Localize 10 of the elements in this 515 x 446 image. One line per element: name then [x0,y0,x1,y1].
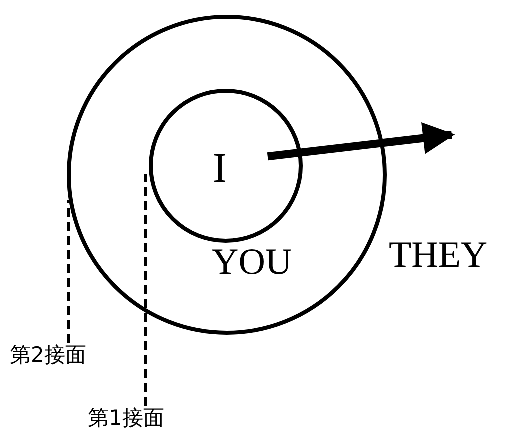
arrow [267,122,456,161]
circle [67,15,387,335]
interface-label: 第2接面 [10,345,86,366]
circle-label: YOU [212,244,292,281]
circle-label: I [213,148,227,190]
leader-line [68,200,70,343]
circle [149,89,303,243]
outer-label: THEY [389,237,488,274]
leader-line [144,174,148,406]
interface-label: 第1接面 [88,408,164,429]
